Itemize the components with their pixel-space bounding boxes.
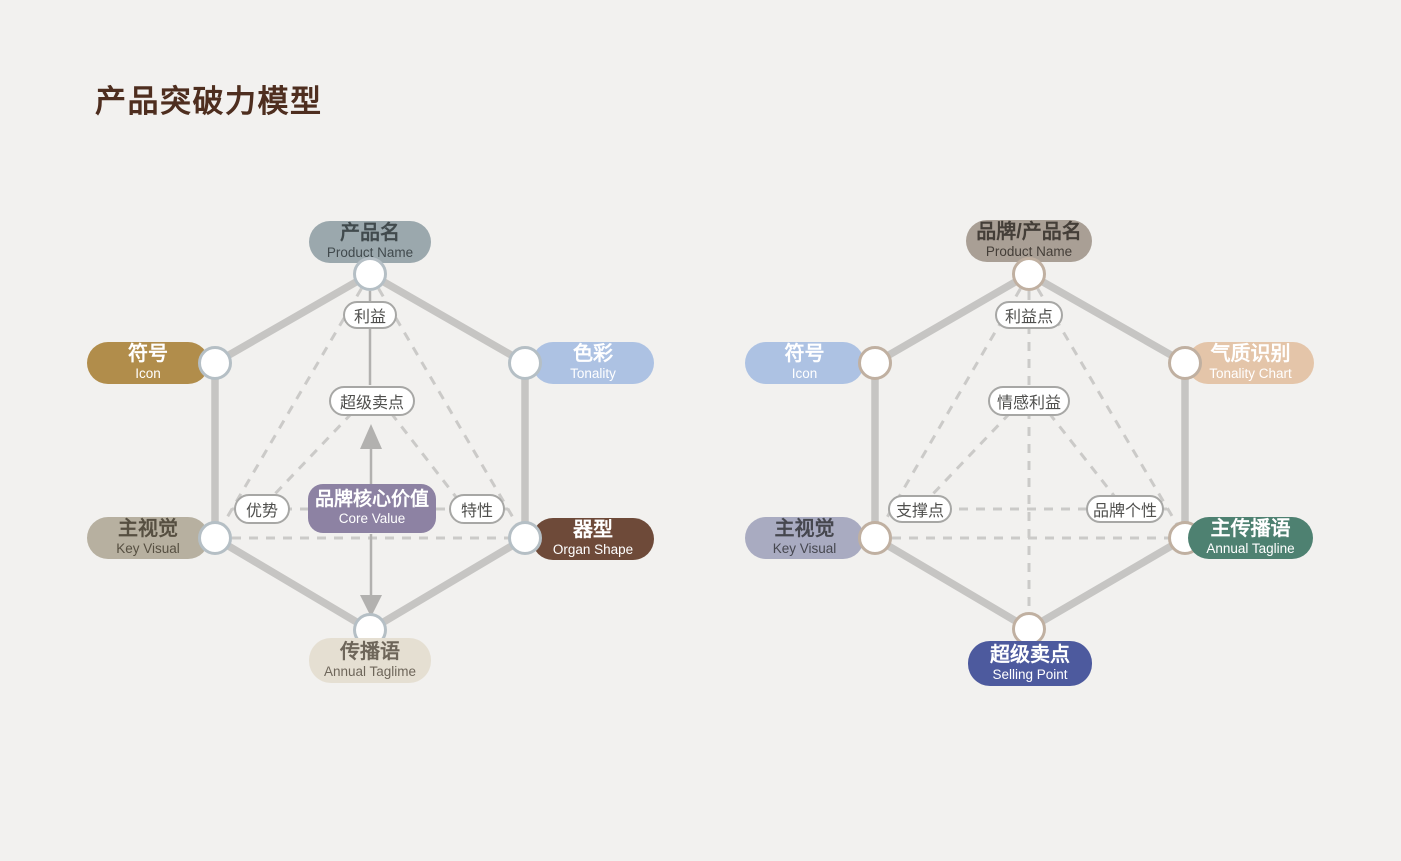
right-chip-benefit-point: 利益点	[995, 301, 1063, 329]
node-label-en: Annual Taglime	[323, 663, 417, 679]
right-node-icon: 符号 Icon	[745, 342, 864, 384]
left-down-arrowhead	[360, 595, 382, 617]
node-label-en: Selling Point	[992, 666, 1068, 682]
left-node-tonality: 色彩 Tonality	[532, 342, 654, 384]
node-label-en: Product Name	[985, 244, 1073, 259]
right-chip-emotional-benefit: 情感利益	[988, 386, 1070, 416]
node-label-en: Icon	[791, 366, 818, 381]
left-chip-super-selling-point: 超级卖点	[329, 386, 415, 416]
node-label-zh: 符号	[784, 343, 825, 366]
left-node-key-visual: 主视觉 Key Visual	[87, 517, 209, 559]
right-hexagon-edges	[871, 270, 1189, 633]
left-up-arrowhead	[360, 424, 382, 449]
right-chip-brand-personality: 品牌个性	[1086, 495, 1164, 523]
node-label-zh: 传播语	[340, 640, 400, 663]
left-chip-feature: 特性	[449, 494, 505, 524]
right-vertex-bottom	[1012, 612, 1046, 646]
right-vertex-top	[1012, 257, 1046, 291]
node-label-en: Tonality Chart	[1209, 366, 1292, 381]
node-label-en: Tonality	[570, 366, 616, 381]
page-title: 产品突破力模型	[95, 84, 323, 119]
right-vertex-upper-right	[1168, 346, 1202, 380]
left-chip-benefit: 利益	[343, 301, 397, 329]
node-label-en: Key Visual	[116, 541, 180, 556]
left-node-product-name: 产品名 Product Name	[309, 221, 431, 263]
node-label-zh: 品牌核心价值	[314, 489, 429, 511]
node-label-en: Annual Tagline	[1206, 541, 1295, 556]
node-label-zh: 气质识别	[1210, 343, 1291, 366]
right-node-annual-tagline: 主传播语 Annual Tagline	[1188, 517, 1313, 559]
node-label-zh: 主传播语	[1210, 518, 1291, 541]
right-chip-support-point: 支撑点	[888, 495, 952, 523]
left-chip-advantage: 优势	[234, 494, 290, 524]
node-label-zh: 主视觉	[774, 518, 835, 541]
node-label-en: Product Name	[326, 245, 414, 260]
node-label-en: Core Value	[338, 510, 406, 526]
right-vertex-lower-left	[858, 521, 892, 555]
left-vertex-lower-right	[508, 521, 542, 555]
right-node-tonality-chart: 气质识别 Tonality Chart	[1187, 342, 1314, 384]
node-label-zh: 器型	[573, 519, 613, 542]
node-label-zh: 符号	[128, 343, 168, 366]
node-label-zh: 主视觉	[118, 518, 178, 541]
node-label-zh: 品牌/产品名	[976, 221, 1082, 244]
right-node-key-visual: 主视觉 Key Visual	[745, 517, 864, 559]
left-vertex-lower-left	[198, 521, 232, 555]
node-label-zh: 超级卖点	[990, 643, 1070, 666]
left-vertex-upper-right	[508, 346, 542, 380]
left-node-core-value: 品牌核心价值 Core Value	[308, 484, 436, 533]
node-label-en: Organ Shape	[552, 542, 634, 557]
left-node-icon: 符号 Icon	[87, 342, 209, 384]
right-vertex-upper-left	[858, 346, 892, 380]
node-label-zh: 产品名	[340, 222, 400, 245]
node-label-en: Icon	[135, 366, 161, 381]
node-label-en: Key Visual	[772, 541, 837, 556]
left-hexagon-edges	[211, 270, 529, 634]
left-node-annual-taglime: 传播语 Annual Taglime	[309, 638, 431, 683]
node-label-zh: 色彩	[573, 343, 613, 366]
left-vertex-upper-left	[198, 346, 232, 380]
left-vertex-top	[353, 257, 387, 291]
right-node-selling-point: 超级卖点 Selling Point	[968, 641, 1092, 686]
left-node-organ-shape: 器型 Organ Shape	[532, 518, 654, 560]
right-node-brand-product-name: 品牌/产品名 Product Name	[966, 220, 1092, 262]
